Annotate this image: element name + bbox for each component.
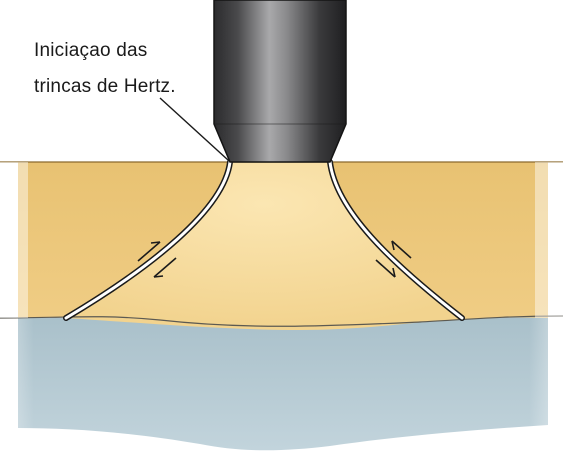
hertz-cone-zone [66,162,462,330]
annotation-leader-line [159,97,229,161]
annotation-label-line-2: trincas de Hertz. [34,76,176,97]
shear-arrow-left-upper-icon [137,241,161,262]
shear-arrow-right-lower-icon [375,259,396,278]
specimen-layer [0,161,563,330]
annotation-label-line-1: Iniciaçao das [34,40,148,61]
shear-arrow-right-upper-icon [391,240,412,259]
shear-arrow-left-lower-icon [153,257,177,278]
hertz-crack-right [327,159,465,321]
cylindrical-indenter-icon [213,0,347,163]
substrate [0,315,563,454]
hertz-crack-left [63,159,233,321]
